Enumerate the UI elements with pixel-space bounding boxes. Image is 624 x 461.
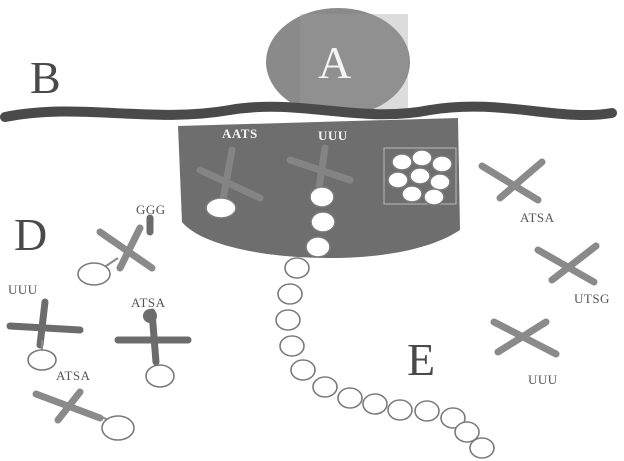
free-trna-left-top — [78, 218, 152, 285]
free-trna-label-left-bottom: ATSA — [56, 368, 91, 383]
label-b: B — [30, 52, 61, 103]
free-trna-left-bottom — [36, 392, 134, 440]
free-trna-label-right-bottom: UUU — [528, 372, 558, 387]
membrane-b — [5, 107, 612, 117]
ribosome-bead — [206, 198, 236, 218]
free-trna-right-top — [482, 162, 542, 200]
label-d: D — [14, 209, 47, 260]
free-trna-left-center — [118, 309, 188, 387]
ribosome-site-label-1: AATS — [222, 126, 258, 141]
free-trna-right-bottom — [494, 322, 556, 354]
free-trna-label-left-top: GGG — [136, 202, 166, 217]
free-trna-label-right-mid: UTSG — [574, 291, 610, 306]
label-e: E — [407, 334, 435, 385]
subunit-a-highlight — [300, 14, 408, 110]
label-a: A — [318, 37, 351, 88]
ribosome-site-label-2: UUU — [318, 128, 348, 143]
free-trna-left-mid — [10, 302, 80, 370]
free-trna-label-right-top: ATSA — [520, 210, 555, 225]
free-trna-label-left-mid: UUU — [8, 282, 38, 297]
free-trna-right-mid — [538, 246, 596, 282]
free-trna-label-left-center: ATSA — [131, 295, 166, 310]
